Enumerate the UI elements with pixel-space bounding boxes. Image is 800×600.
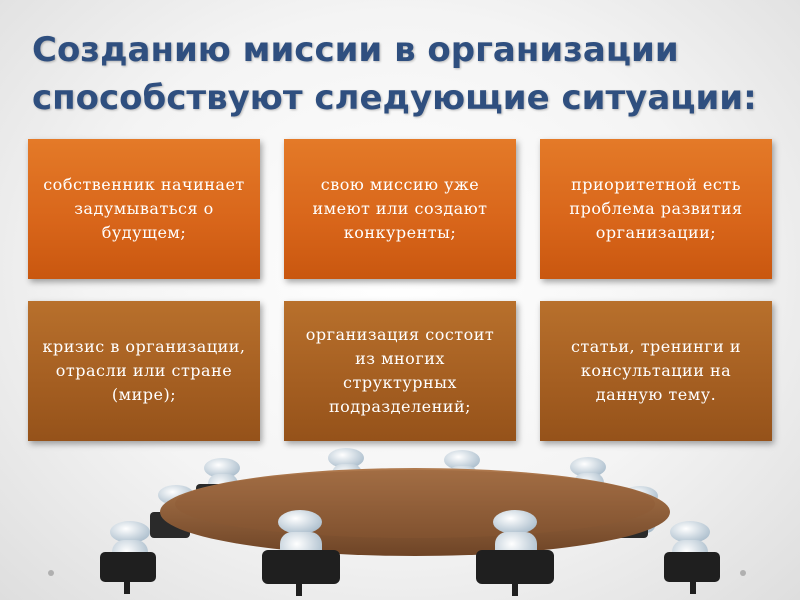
decor-dot-right	[740, 570, 746, 576]
decor-dot-left	[48, 570, 54, 576]
meeting-table-illustration	[100, 448, 720, 596]
situation-box-trainings: статьи, тренинги и консультации на данну…	[540, 301, 772, 441]
slide-title-line-1: Созданию миссии в организации	[32, 30, 679, 70]
slide-title: Созданию миссии в организации способству…	[32, 26, 772, 122]
slide-title-line-2: способствуют следующие ситуации:	[32, 78, 757, 118]
situation-box-crisis: кризис в организации, отрасли или стране…	[28, 301, 260, 441]
situation-box-competitors: свою миссию уже имеют или создают конкур…	[284, 139, 516, 279]
situation-box-owner: собственник начинает задумываться о буду…	[28, 139, 260, 279]
situation-box-divisions: организация состоит из многих структурны…	[284, 301, 516, 441]
situation-box-development: приоритетной есть проблема развития орга…	[540, 139, 772, 279]
